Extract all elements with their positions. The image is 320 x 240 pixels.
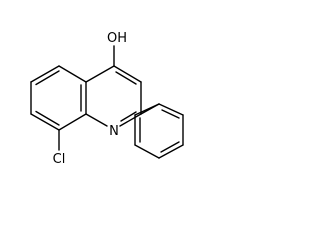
- bond: [30, 65, 60, 83]
- nitrogen-label: N: [109, 124, 119, 139]
- double-bond-inner: [35, 110, 60, 126]
- bond: [58, 65, 87, 83]
- bond: [58, 113, 87, 131]
- pyridine-ring: [85, 65, 142, 127]
- double-bond-inner: [160, 141, 180, 153]
- bond: [30, 113, 60, 131]
- benzo-ring: [30, 65, 87, 131]
- bond: [134, 144, 160, 159]
- bond: [119, 113, 142, 127]
- bond: [85, 65, 115, 83]
- double-bond-inner: [120, 111, 137, 122]
- bond: [134, 103, 160, 116]
- bond: [158, 103, 184, 116]
- double-bond-inner: [161, 109, 180, 119]
- chlorine-label: Cl: [53, 152, 66, 167]
- molecule-structure: OH N Cl: [30, 31, 184, 167]
- bond: [158, 144, 184, 159]
- hydroxyl-label: OH: [107, 31, 127, 46]
- double-bond-inner: [35, 70, 60, 86]
- double-bond-inner: [115, 71, 137, 85]
- phenyl-ring: [134, 103, 184, 159]
- bond: [113, 65, 142, 83]
- bond: [85, 113, 108, 127]
